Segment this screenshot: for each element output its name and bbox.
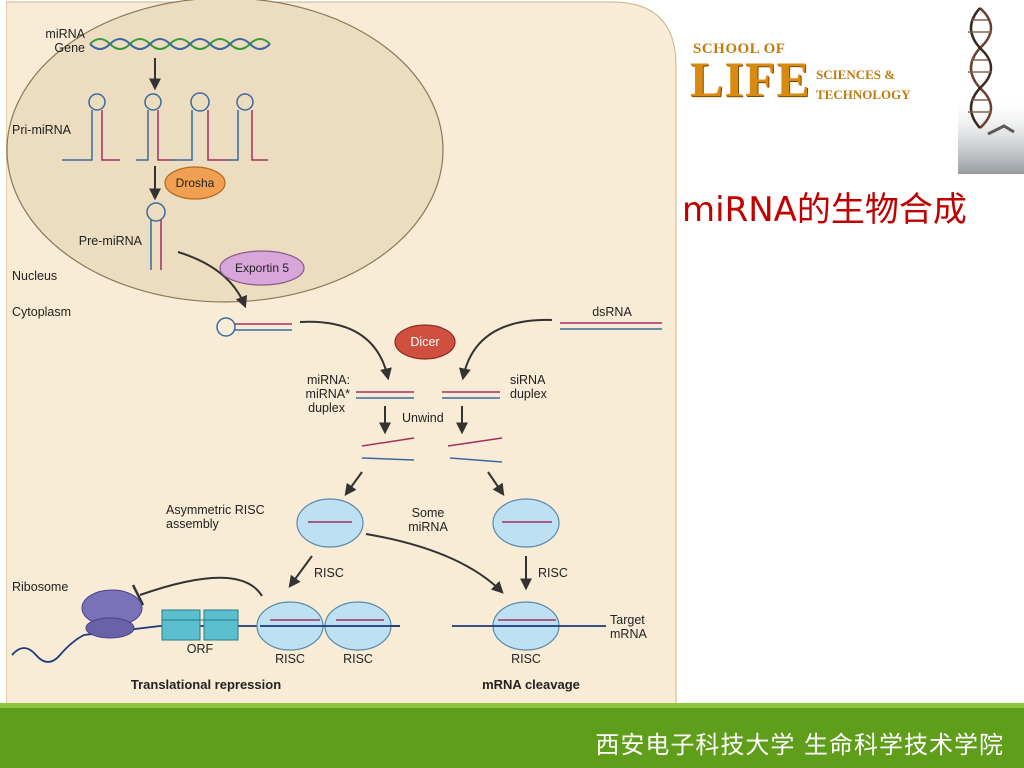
logo-life: LIFE (690, 51, 811, 107)
slide-title: miRNA的生物合成 (682, 190, 967, 230)
arrow-to-sirna-risc (487, 471, 505, 496)
label-mrna-cleavage: mRNA cleavage (482, 677, 580, 692)
pre-mirna-hairpin (146, 202, 166, 270)
footer-bar (0, 708, 1024, 768)
mrna-left (11, 625, 400, 663)
label-translational-repression: Translational repression (131, 677, 281, 692)
cyto-pre-mirna (216, 317, 292, 337)
label-risc-left: RISC (314, 566, 344, 580)
orf-block (161, 609, 239, 641)
unwound-strands (361, 437, 503, 463)
mirna-duplex-molecule (356, 391, 414, 399)
label-unwind: Unwind (402, 411, 444, 425)
arrow-to-asym-risc (344, 471, 363, 496)
dna-helix-icon (958, 7, 1024, 174)
nucleus-shape (6, 0, 444, 303)
label-pre-mirna: Pre-miRNA (79, 234, 143, 248)
inhibition-line (139, 576, 263, 597)
footer-institution: 西安电子科技大学 生命科学技术学院 (595, 731, 1004, 759)
label-orf: ORF (187, 642, 214, 656)
ribosome-shape (81, 589, 143, 639)
logo-sciences: SCIENCES & (816, 67, 896, 82)
pri-mirna-hairpins (62, 92, 268, 161)
label-ribosome: Ribosome (12, 580, 68, 594)
dsrna-molecule (560, 322, 662, 330)
risc-sirna (492, 498, 560, 548)
label-risc-right: RISC (538, 566, 568, 580)
logo-school-of: SCHOOL OF (693, 41, 786, 57)
label-cytoplasm: Cytoplasm (12, 305, 71, 319)
label-drosha: Drosha (176, 176, 215, 190)
label-risc-rep-1: RISC (275, 652, 305, 666)
label-mirna-duplex: miRNA:miRNA*duplex (306, 373, 351, 415)
label-nucleus: Nucleus (12, 269, 57, 283)
label-risc-rep-2: RISC (343, 652, 373, 666)
dicer-enzyme (394, 324, 456, 360)
arrow-to-risc-left (288, 555, 313, 588)
drosha-enzyme (164, 166, 226, 200)
label-risc-cleave: RISC (511, 652, 541, 666)
arrow-some-mirna (365, 533, 504, 594)
footer-accent-line (0, 703, 1024, 708)
arrow-dsrna-to-dicer (459, 318, 553, 381)
label-dicer: Dicer (410, 335, 439, 349)
label-dsrna: dsRNA (592, 305, 632, 319)
arrow-pre-to-dicer (299, 320, 392, 381)
sirna-duplex-molecule (442, 391, 500, 399)
mirna-gene-dna (89, 38, 271, 50)
arrow-export (177, 251, 248, 309)
logo-technology: TECHNOLOGY (816, 87, 911, 102)
label-exportin5: Exportin 5 (235, 261, 289, 275)
label-pri-mirna: Pri-miRNA (12, 123, 72, 137)
risc-asymmetric (296, 498, 364, 548)
exportin5-protein (219, 250, 305, 286)
